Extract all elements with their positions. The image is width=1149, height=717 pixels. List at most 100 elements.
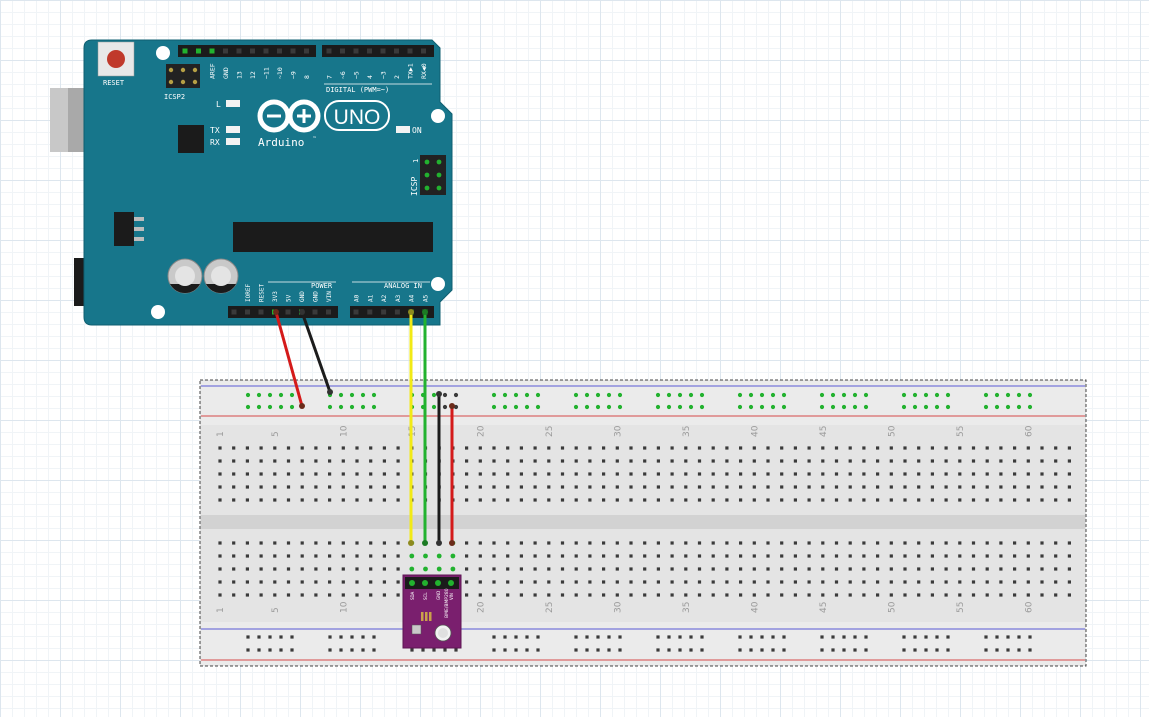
breadboard-hole — [1067, 485, 1071, 489]
breadboard-hole — [889, 541, 893, 545]
power-rail-hole — [278, 404, 284, 410]
power-pin[interactable] — [245, 309, 250, 315]
breadboard-hole — [615, 541, 619, 545]
breadboard-hole — [958, 580, 962, 584]
breadboard-hole — [286, 472, 291, 476]
digital-pin[interactable] — [407, 48, 413, 54]
breadboard-hole — [656, 567, 660, 571]
digital-pin[interactable] — [367, 48, 372, 54]
breadboard-hole — [848, 541, 852, 545]
breadboard-hole — [971, 498, 976, 502]
power-rail-hole — [339, 635, 343, 639]
breadboard-column-number: 15 — [408, 426, 418, 437]
breadboard-hole — [999, 593, 1003, 597]
digital-pin[interactable] — [209, 48, 215, 54]
breadboard-hole — [944, 446, 948, 450]
power-pin[interactable] — [312, 309, 318, 315]
breadboard-hole — [560, 567, 565, 571]
power-rail-hole — [279, 648, 283, 652]
digital-pin[interactable] — [182, 48, 188, 54]
center-channel — [201, 515, 1085, 529]
power-pin[interactable] — [326, 309, 331, 315]
digital-pin[interactable] — [380, 48, 386, 54]
breadboard-hole — [862, 472, 866, 476]
breadboard-hole — [684, 554, 688, 558]
breadboard-hole — [519, 498, 523, 502]
analog-pin[interactable] — [381, 309, 387, 315]
digital-pin[interactable] — [236, 48, 242, 54]
breadboard-hole — [958, 498, 962, 502]
breadboard-hole — [780, 541, 784, 545]
power-rail-hole — [339, 648, 343, 652]
digital-pin[interactable] — [277, 48, 282, 54]
breadboard-hole — [245, 554, 249, 558]
breadboard-hole — [971, 485, 976, 489]
breadboard-hole — [382, 580, 386, 584]
breadboard-hole — [930, 541, 934, 545]
breadboard-hole — [1067, 541, 1071, 545]
breadboard-hole — [602, 541, 606, 545]
breadboard-hole — [602, 498, 606, 502]
breadboard-hole — [834, 485, 839, 489]
breadboard-hole — [478, 459, 482, 463]
power-rail-hole — [372, 635, 376, 639]
breadboard-hole — [1013, 472, 1017, 476]
power-rail-hole — [492, 648, 496, 652]
breadboard-column-number: 40 — [750, 425, 760, 437]
power-rail-hole — [935, 635, 939, 639]
power-rail-hole — [781, 392, 787, 398]
power-pin[interactable] — [231, 309, 237, 315]
analog-pin[interactable] — [353, 309, 359, 315]
analog-pin[interactable] — [367, 309, 373, 315]
power-rail-hole — [617, 392, 623, 398]
power-rail-hole — [431, 404, 437, 410]
digital-pin[interactable] — [223, 48, 228, 54]
breadboard-hole — [328, 446, 332, 450]
breadboard-hole — [739, 472, 743, 476]
digital-pin[interactable] — [290, 48, 296, 54]
digital-pin[interactable] — [196, 48, 201, 54]
power-pin[interactable] — [258, 309, 264, 315]
bme280-sensor-module: SDA SCL GND VIN BME/BMP280 — [402, 574, 462, 649]
digital-pin[interactable] — [304, 48, 309, 54]
analog-pin[interactable] — [394, 309, 400, 315]
power-rail-hole — [656, 648, 660, 652]
breadboard-hole — [711, 554, 715, 558]
breadboard-hole — [999, 498, 1003, 502]
breadboard-hole — [300, 459, 304, 463]
breadboard-hole — [314, 567, 318, 571]
breadboard-hole — [821, 567, 825, 571]
breadboard-hole — [259, 593, 263, 597]
breadboard-hole — [766, 498, 770, 502]
digital-pin[interactable] — [340, 48, 345, 54]
breadboard-hole — [985, 580, 989, 584]
power-rail-hole — [524, 404, 530, 410]
power-rail-hole — [945, 404, 951, 410]
breadboard-hole — [889, 472, 893, 476]
breadboard-hole — [807, 580, 811, 584]
breadboard-hole — [1026, 580, 1030, 584]
digital-pin[interactable] — [250, 48, 255, 54]
breadboard-hole — [629, 541, 633, 545]
power-pin[interactable] — [285, 309, 291, 315]
digital-pin[interactable] — [353, 48, 359, 54]
power-rail-hole — [995, 648, 999, 652]
breadboard-hole — [396, 459, 400, 463]
power-rail-hole — [913, 648, 917, 652]
breadboard-hole — [1013, 459, 1017, 463]
capacitor — [203, 258, 239, 294]
digital-pin[interactable] — [263, 48, 269, 54]
reset-button[interactable] — [97, 41, 135, 77]
power-rail-hole — [289, 404, 295, 410]
power-rail-hole — [535, 404, 541, 410]
breadboard-hole — [232, 485, 236, 489]
digital-pin[interactable] — [421, 48, 426, 54]
digital-pin[interactable] — [394, 48, 399, 54]
breadboard-hole — [588, 593, 592, 597]
breadboard-hole — [1013, 567, 1017, 571]
digital-pin[interactable] — [326, 48, 332, 54]
power-rail-hole — [945, 392, 951, 398]
mounting-hole — [431, 109, 445, 123]
breadboard-hole-connected — [450, 553, 456, 559]
breadboard-hole — [684, 593, 688, 597]
